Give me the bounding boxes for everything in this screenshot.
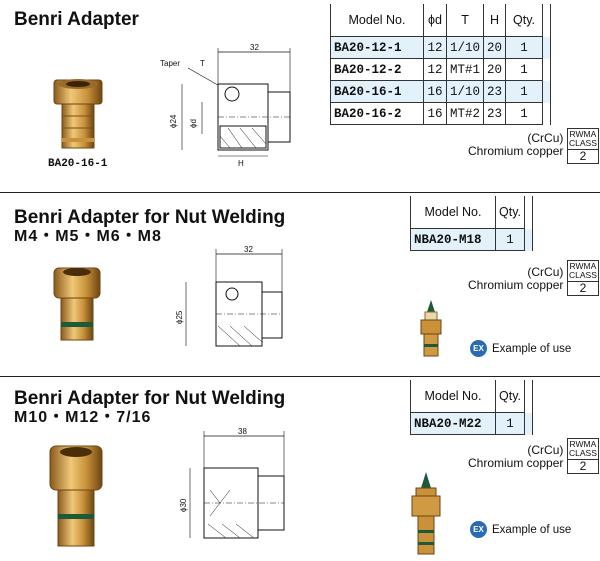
material-info: (CrCu) Chromium copper [468, 132, 563, 158]
taper-symbol: T [200, 59, 205, 68]
example-of-use: EX Example of use [470, 521, 571, 538]
header-qty: Qty. [505, 4, 544, 37]
section-title: Benri Adapter for Nut Welding [14, 207, 286, 228]
spec-table: Model No. ϕd T H Qty. BA20-12-1 12 1/10 … [330, 4, 552, 125]
example-tool-photo [420, 300, 442, 357]
table-row: BA20-12-1 12 1/10 20 1 [330, 36, 552, 59]
nut-adapter-photo [49, 445, 103, 547]
nut-adapter-drawing: 32 ϕ25 [175, 245, 283, 347]
header-model: Model No. [410, 380, 496, 413]
header-model: Model No. [410, 196, 496, 229]
rwma-class-box: RWMA CLASS 2 [567, 438, 599, 474]
example-tool-photo [411, 472, 441, 555]
photo-caption: BA20-16-1 [48, 158, 108, 170]
spec-table: Model No. Qty. NBA20-M22 1 [410, 380, 533, 435]
material-info: (CrCu) Chromium copper [468, 266, 563, 292]
material-info: (CrCu) Chromium copper [468, 444, 563, 470]
taper-label: Taper [160, 59, 180, 68]
nut-adapter-photo [53, 267, 101, 341]
section-subtitle: M4・M5・M6・M8 [14, 228, 162, 245]
section-divider [0, 192, 600, 193]
material-code: (CrCu) [527, 265, 564, 279]
table-row: BA20-12-2 12 MT#1 20 1 [330, 58, 552, 81]
spec-table: Model No. Qty. NBA20-M18 1 [410, 196, 533, 251]
material-name: Chromium copper [468, 144, 564, 158]
example-label: Example of use [492, 342, 572, 355]
material-name: Chromium copper [468, 456, 564, 470]
header-d: ϕd [423, 4, 447, 37]
table-row: NBA20-M18 1 [410, 228, 533, 251]
header-model: Model No. [330, 4, 424, 37]
table-row: NBA20-M22 1 [410, 412, 533, 435]
dim-bore: ϕd [189, 119, 198, 128]
dim-diameter: ϕ24 [169, 114, 178, 128]
table-row: BA20-16-2 16 MT#2 23 1 [330, 102, 552, 125]
dim-length: 32 [244, 245, 253, 254]
dim-length: 32 [250, 43, 259, 52]
header-t: T [445, 4, 485, 37]
example-label: Example of use [492, 523, 572, 536]
table-row: BA20-16-1 16 1/10 23 1 [330, 80, 552, 103]
material-name: Chromium copper [468, 278, 564, 292]
header-qty: Qty. [495, 380, 525, 413]
dim-diameter: ϕ25 [175, 310, 184, 324]
material-code: (CrCu) [527, 131, 564, 145]
example-of-use: EX Example of use [470, 340, 571, 357]
adapter-photo [53, 79, 103, 149]
section-title: Benri Adapter for Nut Welding [14, 388, 286, 409]
section-title: Benri Adapter [14, 9, 139, 30]
header-qty: Qty. [495, 196, 525, 229]
example-icon: EX [470, 340, 487, 357]
header-h: H [483, 4, 507, 37]
section-subtitle: M10・M12・7/16 [14, 409, 152, 426]
section-divider [0, 376, 600, 377]
adapter-drawing: 32 Taper T ϕ24 ϕd H [160, 43, 291, 168]
nut-adapter-drawing: 38 ϕ30 [179, 427, 285, 539]
rwma-class-box: RWMA CLASS 2 [567, 260, 599, 296]
material-code: (CrCu) [527, 443, 564, 457]
example-icon: EX [470, 521, 487, 538]
dim-length: 38 [238, 427, 247, 436]
dim-diameter: ϕ30 [179, 498, 188, 512]
rwma-class-box: RWMA CLASS 2 [567, 128, 599, 164]
h-label: H [238, 159, 244, 168]
